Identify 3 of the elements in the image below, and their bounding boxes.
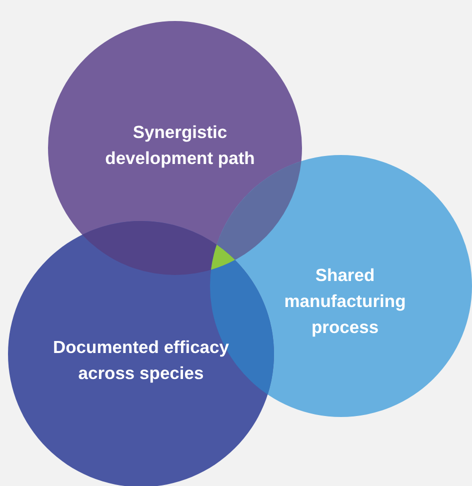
- circle-label: Synergistic development path: [104, 121, 256, 170]
- circle-label: Documented efficacy across species: [52, 336, 230, 385]
- circle-label: Shared manufacturing process: [283, 264, 407, 339]
